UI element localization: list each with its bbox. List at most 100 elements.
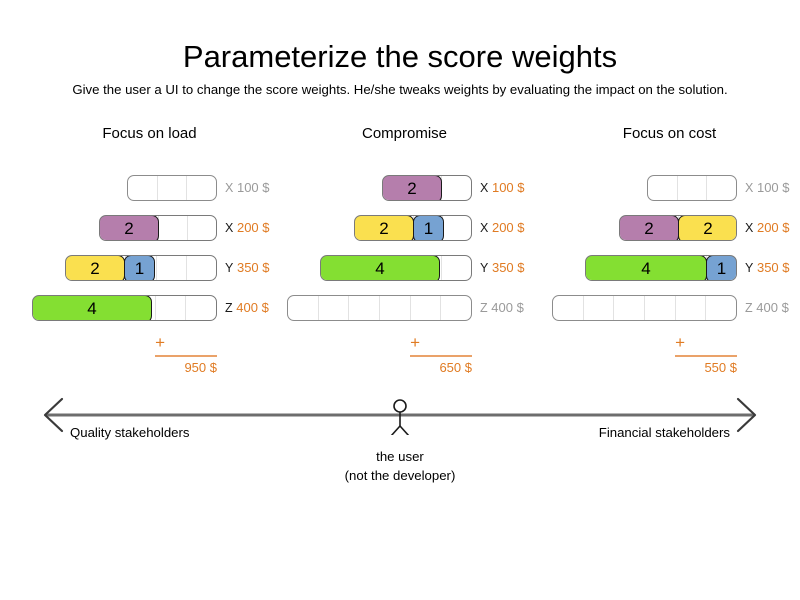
resource-name: X xyxy=(480,181,489,195)
resource-row: Z 400 $ xyxy=(272,288,537,328)
sum-plus-icon: + xyxy=(675,333,685,352)
row-label: X 200 $ xyxy=(225,208,270,248)
resource-name: X xyxy=(745,221,754,235)
allocation-chip[interactable]: 2 xyxy=(678,216,736,240)
sum-rule xyxy=(155,355,217,357)
allocation-chip[interactable]: 2 xyxy=(66,256,125,280)
row-label: Z 400 $ xyxy=(225,288,269,328)
allocation-chip[interactable]: 4 xyxy=(321,256,440,280)
allocation-chips: 2 xyxy=(100,216,159,240)
total-block: +650 $ xyxy=(272,334,472,381)
total-block: +950 $ xyxy=(17,333,217,381)
resource-cost: 400 $ xyxy=(236,300,269,315)
total-block: +550 $ xyxy=(537,333,737,381)
allocation-chip[interactable]: 1 xyxy=(413,216,444,240)
allocation-chip[interactable]: 2 xyxy=(100,216,159,240)
resource-row: Z 400 $ xyxy=(537,288,800,328)
track-zone xyxy=(537,288,737,328)
track-segments xyxy=(648,176,736,200)
total-cost: 650 $ xyxy=(439,360,472,375)
track-segments xyxy=(128,176,216,200)
allocation-chip[interactable]: 4 xyxy=(586,256,707,280)
axis-label-right: Financial stakeholders xyxy=(598,425,730,440)
track-zone xyxy=(272,288,472,328)
allocation-chip[interactable]: 2 xyxy=(383,176,442,200)
stakeholder-axis: Quality stakeholders Financial stakehold… xyxy=(0,395,800,505)
sum-rule xyxy=(410,355,472,357)
stick-figure-icon xyxy=(390,399,410,435)
allocation-chips: 4 xyxy=(33,296,152,320)
resource-name: Y xyxy=(480,261,489,275)
user-caption-line2: (not the developer) xyxy=(344,468,456,483)
allocation-chips: 2 xyxy=(383,176,442,200)
allocation-chip[interactable]: 4 xyxy=(33,296,152,320)
resource-cost: 100 $ xyxy=(491,180,525,195)
track-zone: 2 xyxy=(17,208,217,248)
resource-name: Y xyxy=(225,261,234,275)
resource-name: Z xyxy=(480,301,488,315)
resource-row: 2 X 100 $ xyxy=(272,168,537,208)
capacity-track[interactable]: 4 xyxy=(320,255,472,281)
resource-cost: 100 $ xyxy=(236,180,270,195)
row-label: Y 350 $ xyxy=(225,248,270,288)
resource-row: X 100 $ xyxy=(537,168,800,208)
track-zone: 4 xyxy=(272,248,472,288)
capacity-track[interactable]: 2 xyxy=(99,215,217,241)
scenario-title: Compromise xyxy=(361,125,448,142)
resource-cost: 200 $ xyxy=(491,220,525,235)
resource-name: X xyxy=(225,181,234,195)
row-label: Y 350 $ xyxy=(745,248,790,288)
row-label: X 100 $ xyxy=(225,168,270,208)
capacity-track[interactable] xyxy=(552,295,737,321)
resource-name: X xyxy=(745,181,754,195)
allocation-chip[interactable]: 2 xyxy=(355,216,414,240)
axis-arrow-icon xyxy=(43,397,757,435)
capacity-track[interactable]: 2 xyxy=(382,175,472,201)
resource-cost: 350 $ xyxy=(236,260,270,275)
total-cost: 950 $ xyxy=(184,360,217,375)
sum-plus-icon: + xyxy=(155,333,165,352)
user-caption-line1: the user xyxy=(376,449,424,464)
capacity-track[interactable] xyxy=(127,175,217,201)
resource-name: X xyxy=(225,221,234,235)
scenario-title: Focus on load xyxy=(102,125,197,142)
allocation-chip[interactable]: 1 xyxy=(706,256,736,280)
row-label: Z 400 $ xyxy=(745,288,789,328)
resource-name: Y xyxy=(745,261,754,275)
track-segments xyxy=(553,296,736,320)
resource-cost: 400 $ xyxy=(491,300,524,315)
capacity-track[interactable]: 4 xyxy=(32,295,217,321)
resource-row: 2 X 200 $ xyxy=(17,208,282,248)
axis-label-left: Quality stakeholders xyxy=(70,425,190,440)
resource-row: X 100 $ xyxy=(17,168,282,208)
row-label: X 200 $ xyxy=(480,208,525,248)
track-zone: 4 xyxy=(17,288,217,328)
resource-cost: 200 $ xyxy=(756,220,790,235)
resource-cost: 350 $ xyxy=(756,260,790,275)
capacity-track[interactable] xyxy=(647,175,737,201)
allocation-chip[interactable]: 1 xyxy=(124,256,155,280)
row-label: X 200 $ xyxy=(745,208,790,248)
row-label: Z 400 $ xyxy=(480,288,524,328)
allocation-chip[interactable]: 2 xyxy=(620,216,679,240)
resource-cost: 100 $ xyxy=(756,180,790,195)
capacity-track[interactable] xyxy=(287,295,472,321)
